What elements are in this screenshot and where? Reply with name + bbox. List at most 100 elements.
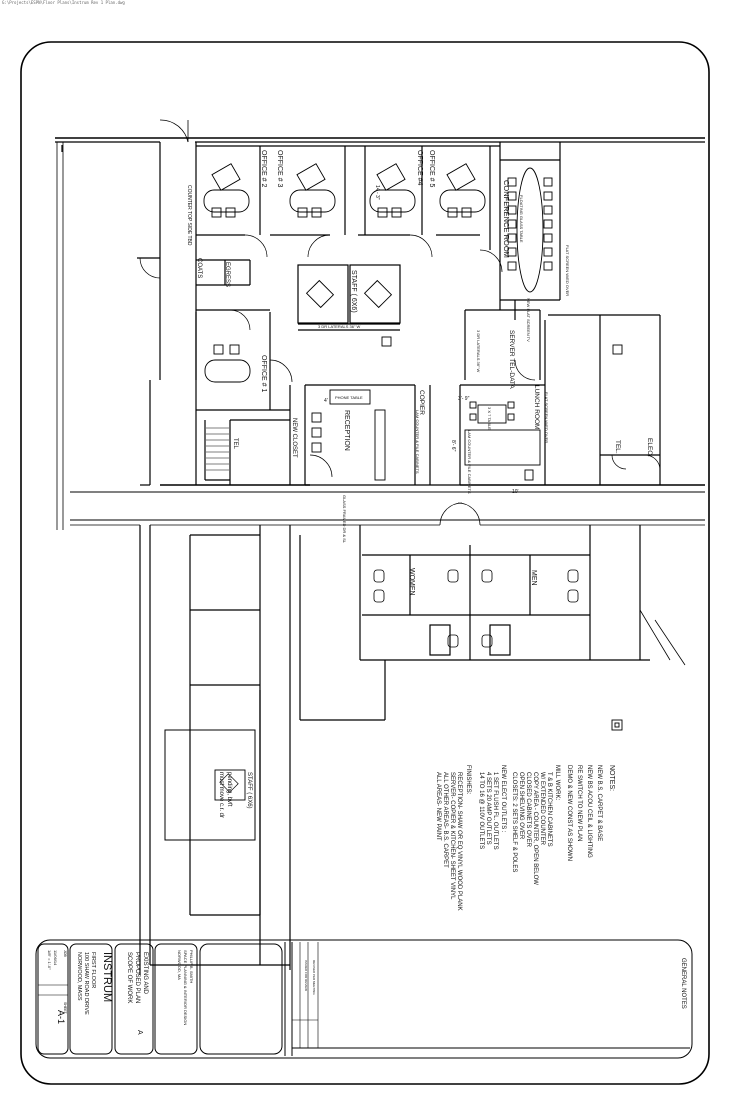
drawing-desc-3: SCOPE OF WORK: [126, 952, 132, 1003]
note-line-15: 14 TO 16 @ 110V OUTLETS: [478, 772, 484, 849]
lunch-table: [477, 404, 507, 424]
chair-office2: [211, 163, 241, 191]
inset-note-2: must move c.r. dr: [218, 772, 224, 818]
conference-table: [516, 167, 544, 293]
note-line-13: 1 SET FLUSH FL. OUTLETS: [492, 772, 498, 850]
job-label: JOB: [63, 950, 67, 957]
lam-counter-note: LAM COUNTER & FILE CABINETS: [415, 410, 420, 474]
note-line-20: ALL AREAS- NEW PAINT: [435, 772, 441, 841]
client-name: INSTRUM: [101, 952, 113, 1002]
room-new-closet: NEW CLOSET: [291, 418, 297, 458]
drawing-scale: 1/8" = 1'-0": [47, 950, 52, 970]
inset-notes: STAFF ( 6X6) pending, bvft must move c.r…: [218, 772, 252, 818]
note-line-1: NEW B.S. CARPET & BASE: [596, 765, 602, 841]
room-women: WOMEN: [408, 568, 415, 596]
desk-office1: [204, 359, 251, 383]
room-office5: OFFICE # 5: [428, 150, 435, 187]
counter-annotation: COUNTER TOP SIDE TBD: [186, 185, 192, 246]
note-line-10: OPEN SHELVING OVER: [518, 772, 524, 840]
dim-4: 4': [324, 398, 328, 404]
file-path-header: G:\Projects\ESPN\Floor Plans\Instrum Rev…: [2, 0, 125, 5]
dim-14-3: 14 - 3": [374, 185, 380, 200]
firm-line-3: NORWOOD, MA: [177, 950, 182, 980]
room-coats: COATS: [196, 258, 202, 278]
inset-staff-label: STAFF ( 6X6): [246, 772, 252, 809]
stair-treads: [206, 427, 229, 471]
lateral-annotation: 3 DR LATERALS 36" W: [318, 324, 360, 329]
restroom-fixtures: [373, 569, 579, 648]
room-conference: CONFERENCE ROOM: [502, 180, 511, 258]
plan-annotations: COUNTER TOP SIDE TBD 14 - 3" 3 DR LATERA…: [186, 185, 570, 544]
address-line-2: 100 SHAW ROAD DRIVE: [83, 952, 89, 1015]
desk-office5: [439, 189, 486, 213]
dim-3-9: 3'- 9": [458, 396, 470, 402]
note-line-16: FINISHES:: [465, 765, 471, 795]
lateral-annotation-2: 3 DR LATERALS 36" W: [476, 330, 481, 372]
room-labels: OFFICE # 2 OFFICE # 3 OFFICE #4 OFFICE #…: [196, 150, 653, 596]
note-line-6: T & B KITCHEN CABINETS: [546, 772, 552, 847]
firm-line-1: PHILLIP B. SMITH: [189, 950, 194, 983]
room-men: MEN: [530, 570, 537, 586]
staff-inset-box: [164, 729, 256, 841]
note-line-11: CLOSETS: 2 SETS SHELF & POLES: [511, 772, 517, 872]
inset-note-1: pending, bvft: [226, 772, 232, 807]
room-egress: EGRESS: [224, 262, 230, 287]
phone-table: [329, 389, 371, 405]
note-line-5: MILL WORK:: [554, 765, 560, 800]
room-office4: OFFICE #4: [416, 150, 423, 186]
revision-note-2: REVISED PER MEETING: [312, 960, 316, 995]
general-notes-heading: GENERAL NOTES: [680, 958, 686, 1009]
note-line-2: NEW BS ACOU CEIL & LIGHTING: [586, 765, 592, 858]
notes-block: NOTES: NEW B.S. CARPET & BASE NEW BS ACO…: [435, 765, 615, 911]
sheet-number: A-1: [56, 1010, 66, 1024]
drawing-desc-2: PROPOSED PLAN: [134, 952, 140, 1003]
note-line-9: CLOSED CABINETS OVER: [525, 772, 531, 848]
revision-note-1: ISSUED FOR REVIEW: [304, 960, 308, 991]
drawing-desc-1: EXISTING AND: [142, 952, 148, 995]
revision-letter: A: [136, 1030, 143, 1035]
sheet-border: [20, 41, 710, 1085]
phone-table-label: PHONE TABLE: [335, 395, 363, 400]
address-line-1: FIRST FLOOR: [90, 952, 96, 988]
drawing-date: 11/06/14: [53, 950, 58, 966]
note-line-12: NEW ELECT OUTLETS :: [500, 765, 506, 833]
dim-8-6: 8'- 6": [450, 440, 456, 452]
note-line-19: ALL OTHER AREAS- B.S. CARPET: [442, 772, 448, 868]
glass-frame-note: GLASS FRAMED DR & SL: [342, 495, 347, 544]
note-line-8: COPY AREA - COUNTER, OPEN BELOW: [532, 772, 538, 885]
room-elec: ELEC.: [646, 438, 653, 457]
room-reception: RECEPTION: [343, 410, 350, 451]
room-office2: OFFICE # 2: [260, 150, 267, 187]
furniture: [203, 163, 623, 731]
room-server: SERVER TEL-DATA: [508, 330, 515, 389]
room-office1: OFFICE # 1: [260, 355, 267, 392]
note-line-18: SERVER- COPIER & KITCHEN- SHEET VINYL: [449, 772, 455, 900]
desk-office3: [289, 189, 336, 213]
notes-title: NOTES:: [608, 765, 615, 791]
note-line-7: W/ EXTENDED COUNTER: [539, 772, 545, 846]
room-staff: STAFF ( 6X6): [350, 270, 357, 313]
room-tel: TEL.: [614, 440, 621, 454]
title-block-text: GENERAL NOTES INSTRUM FIRST FLOOR 100 SH…: [47, 950, 686, 1035]
address-line-3: NORWOOD, MASS: [76, 952, 82, 1001]
room-lunch: LUNCH ROOM: [533, 385, 540, 429]
room-copier: COPIER: [418, 390, 425, 415]
conference-table-note: FLOATING GLASS TABLE: [519, 195, 524, 243]
new-flat-screen-note: NEW FLAT SCREEN TV: [526, 298, 531, 342]
room-office3: OFFICE # 3: [276, 150, 283, 187]
lunch-table-note: 3 X 7 TABLE: [487, 407, 492, 430]
floor-plan-walls: [55, 119, 705, 975]
floor-outlet: [381, 336, 392, 347]
room-tel-2: TEL: [232, 438, 238, 450]
lam-counter-note-2: LAM COUNTER & FILE CABINETS: [467, 430, 472, 494]
desk-office4: [369, 189, 416, 213]
desk-office2: [203, 189, 250, 213]
note-line-14: 4 SETS 20 AMP OUTLETS: [485, 772, 491, 845]
flat-screen-note-2: FLAT SCREEN W/ED OVER: [544, 392, 549, 443]
title-block-frame: [35, 939, 693, 1059]
note-line-17: RECEPTION- SHAW OR EQ VINYL WOOD PLANK: [456, 772, 462, 911]
note-line-3: RE SWITCH TO NEW PLAN: [576, 765, 582, 841]
flat-screen-note: FLAT SCREEN W/ED OVER: [565, 245, 570, 296]
